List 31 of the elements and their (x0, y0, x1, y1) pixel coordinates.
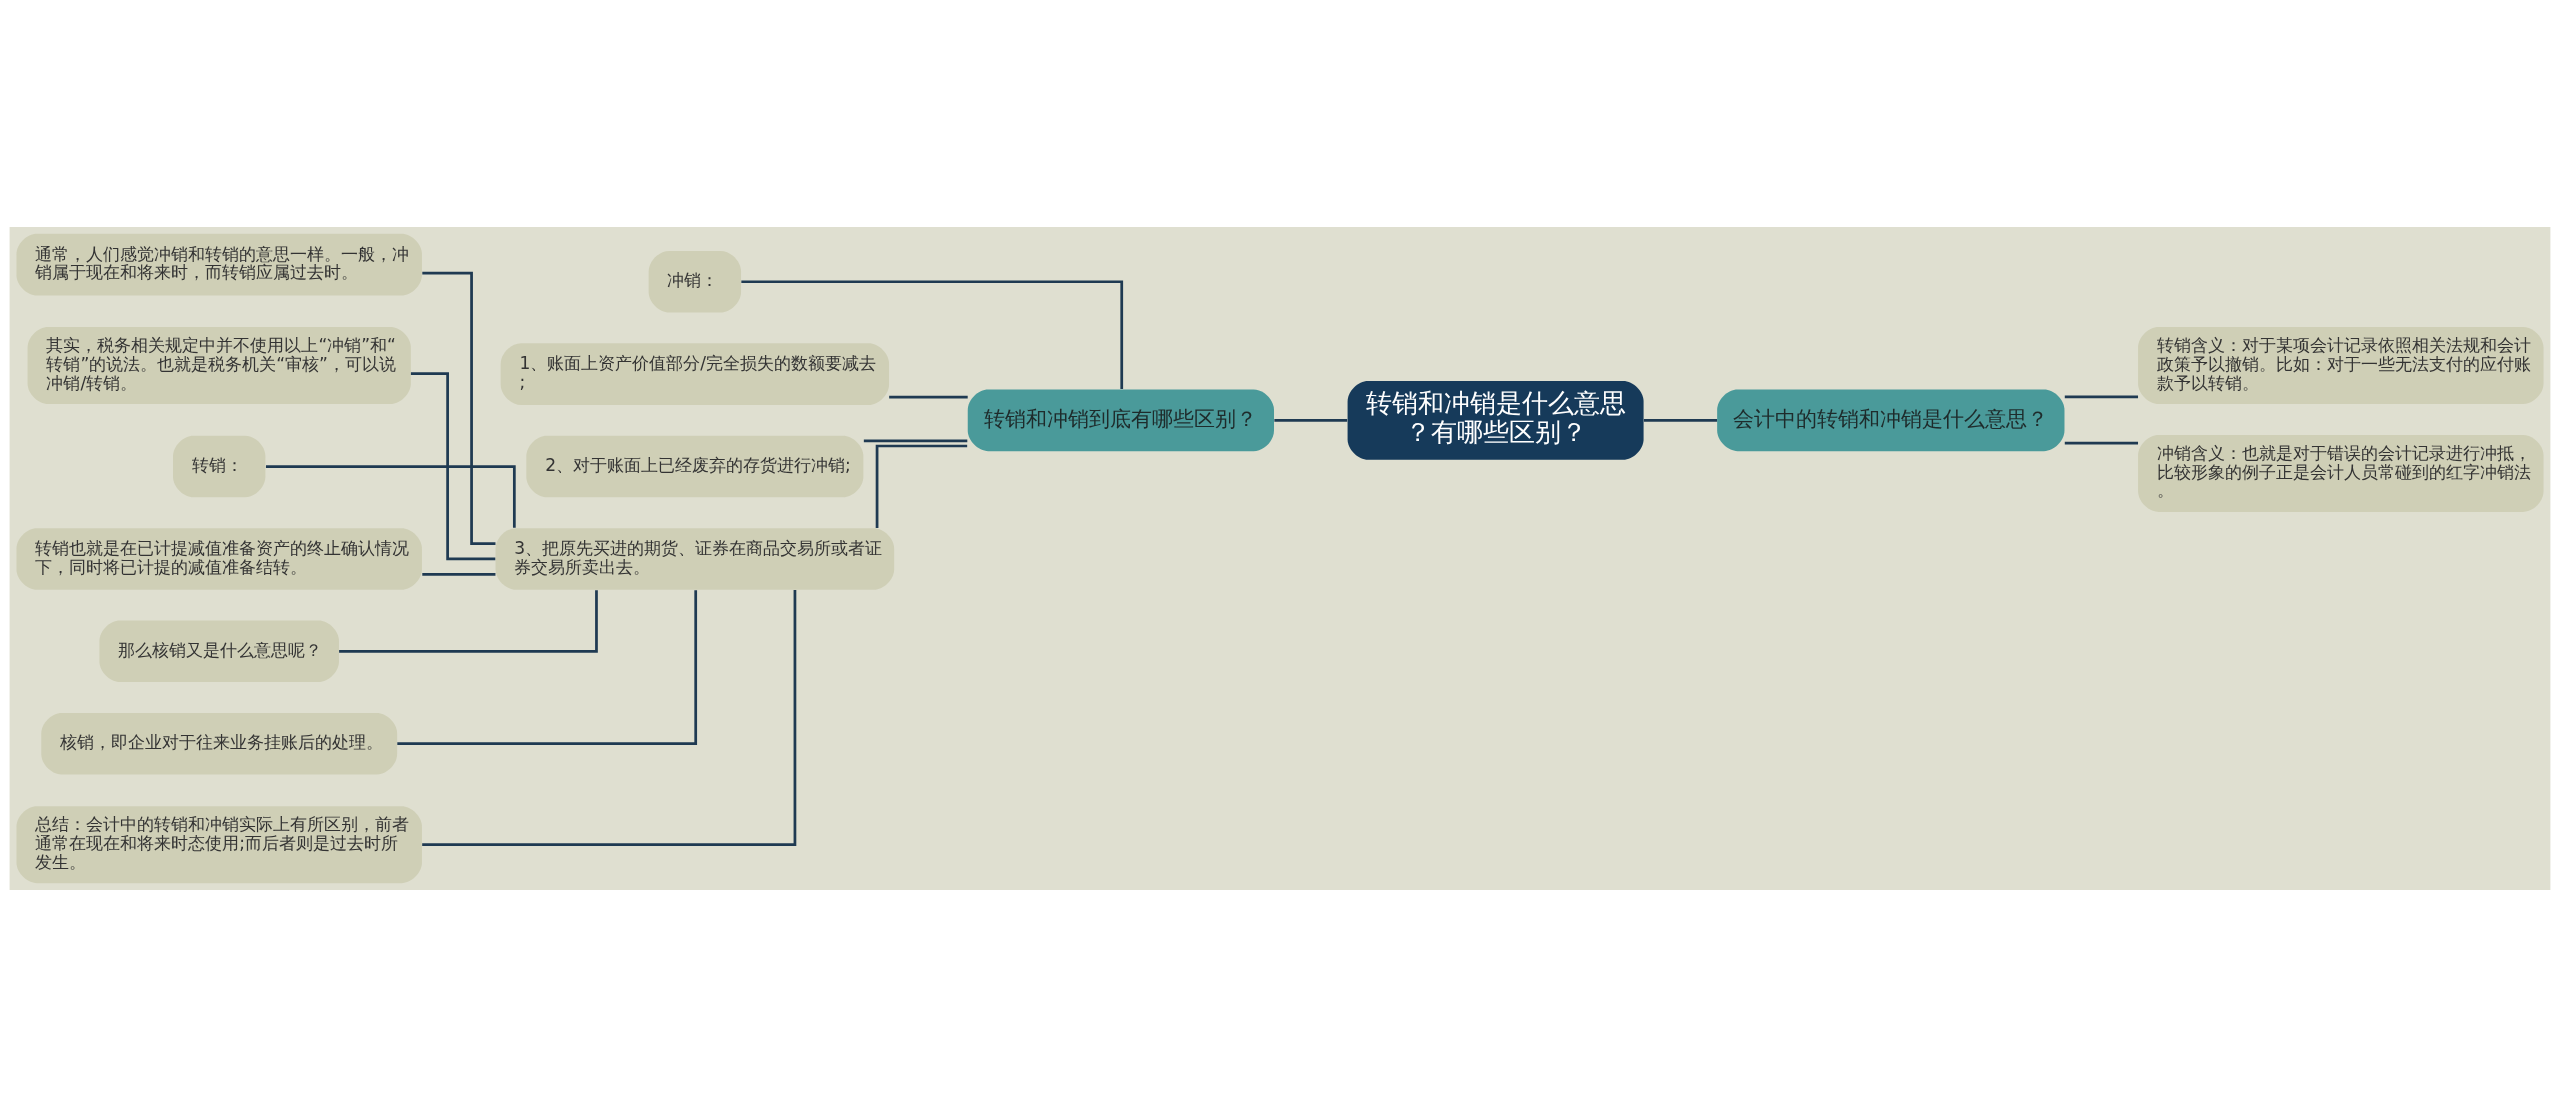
connector (741, 279, 1124, 389)
connector (422, 589, 797, 846)
node-box: 冲销： (648, 250, 742, 313)
node-box: 转销含义：对于某项会计记录依照相关法规和会计政策予以撤销。比如：对于一些无法支付的应付账款予以转销。 (2138, 326, 2544, 404)
connector (2064, 394, 2139, 398)
node-box: 转销和冲销是什么意思？有哪些区别？ (1347, 380, 1644, 460)
node-box: 1、账面上资产价值部分/完全损失的数额要减去; (500, 342, 890, 405)
connector (265, 464, 516, 528)
node-box: 核销，即企业对于往来业务挂账后的处理。 (41, 712, 398, 774)
connector (1643, 418, 1718, 422)
node-box: 转销和冲销到底有哪些区别？ (967, 389, 1274, 451)
node-box: 其实，税务相关规定中并不使用以上“冲销”和“转销”的说法。也就是税务机关“审核”，可以说冲销/转销。 (27, 326, 411, 404)
connector (422, 271, 496, 545)
connector (2064, 441, 2139, 444)
node-box: 3、把原先买进的期货、证券在商品交易所或者证券交易所卖出去。 (495, 527, 895, 590)
connector (422, 572, 496, 576)
node-box: 冲销含义：也就是对于错误的会计记录进行冲抵，比较形象的例子正是会计人员常碰到的红字冲销法。 (2138, 434, 2544, 512)
connector (875, 444, 968, 528)
connector (1274, 418, 1348, 422)
node-box: 转销也就是在已计提减值准备资产的终止确认情况下，同时将已计提的减值准备结转。 (16, 527, 422, 590)
node-box: 那么核销又是什么意思呢？ (99, 620, 339, 682)
node-box: 总结：会计中的转销和冲销实际上有所区别，前者通常在现在和将来时态使用;而后者则是过去时所发生。 (16, 805, 422, 883)
connector (339, 589, 598, 653)
node-box: 转销： (173, 435, 266, 497)
connector (889, 395, 968, 399)
connector (410, 371, 496, 560)
node-box: 通常，人们感觉冲销和转销的意思一样。一般，冲销属于现在和将来时，而转销应属过去时。 (16, 233, 422, 295)
node-box: 2、对于账面上已经废弃的存货进行冲销; (526, 435, 864, 497)
connector (397, 589, 698, 745)
node-box: 会计中的转销和冲销是什么意思？ (1717, 389, 2065, 451)
connector (863, 439, 968, 442)
